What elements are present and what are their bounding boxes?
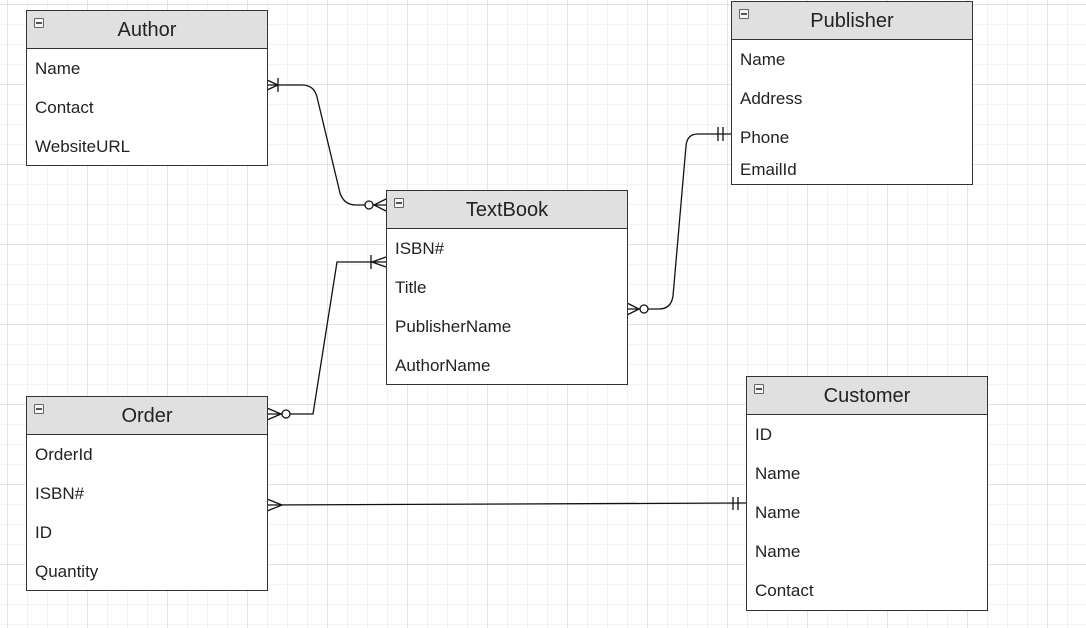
attribute-name[interactable]: Name bbox=[740, 50, 786, 69]
order-end-zero-circle bbox=[281, 409, 291, 419]
entity-publisher-header[interactable]: Publisher bbox=[732, 2, 972, 40]
order-end-crow bbox=[266, 407, 283, 421]
collapse-icon[interactable] bbox=[754, 384, 764, 394]
collapse-icon[interactable] bbox=[34, 18, 44, 28]
attribute-address[interactable]: Address bbox=[740, 89, 803, 108]
attribute-isbn[interactable]: ISBN# bbox=[35, 484, 85, 503]
attribute-name[interactable]: Name bbox=[755, 542, 801, 561]
attribute-isbn[interactable]: ISBN# bbox=[395, 239, 445, 258]
link-order-customer bbox=[266, 502, 748, 506]
collapse-icon[interactable] bbox=[739, 9, 749, 19]
author-end-one-or-many bbox=[266, 78, 280, 92]
entity-title: Author bbox=[117, 19, 177, 41]
attribute-quantity[interactable]: Quantity bbox=[35, 562, 99, 581]
entity-title: Customer bbox=[823, 385, 911, 407]
attribute-name[interactable]: Name bbox=[35, 59, 81, 78]
attribute-websiteurl[interactable]: WebsiteURL bbox=[35, 137, 131, 156]
attribute-orderid[interactable]: OrderId bbox=[35, 445, 93, 464]
entity-author[interactable]: Author Name Contact WebsiteURL bbox=[26, 10, 268, 166]
attribute-contact[interactable]: Contact bbox=[35, 98, 94, 117]
attribute-contact[interactable]: Contact bbox=[755, 581, 814, 600]
publisher-end-one-and-only-one bbox=[717, 127, 724, 141]
textbook-end-crow-2 bbox=[626, 302, 641, 316]
attribute-authorname[interactable]: AuthorName bbox=[395, 356, 491, 375]
textbook-end-zero-circle bbox=[364, 200, 374, 210]
entity-author-header[interactable]: Author bbox=[27, 11, 267, 49]
entity-publisher[interactable]: Publisher Name Address Phone EmailId bbox=[731, 1, 973, 185]
link-publisher-textbook bbox=[627, 133, 732, 310]
attribute-name[interactable]: Name bbox=[755, 503, 801, 522]
order-end-many bbox=[266, 498, 284, 512]
link-author-textbook bbox=[267, 84, 386, 206]
textbook-end-zero-circle-2 bbox=[639, 304, 649, 314]
entity-title: TextBook bbox=[465, 199, 549, 221]
collapse-icon[interactable] bbox=[394, 198, 404, 208]
entity-title: Order bbox=[121, 405, 173, 427]
entity-title: Publisher bbox=[810, 10, 894, 32]
entity-order-header[interactable]: Order bbox=[27, 397, 267, 435]
entity-order[interactable]: Order OrderId ISBN# ID Quantity bbox=[26, 396, 268, 591]
attribute-phone[interactable]: Phone bbox=[740, 128, 790, 147]
attribute-publishername[interactable]: PublisherName bbox=[395, 317, 512, 336]
attribute-title[interactable]: Title bbox=[395, 278, 427, 297]
entity-textbook[interactable]: TextBook ISBN# Title PublisherName Autho… bbox=[386, 190, 628, 385]
attribute-id[interactable]: ID bbox=[755, 425, 772, 444]
entity-customer[interactable]: Customer ID Name Name Name Contact bbox=[746, 376, 988, 611]
attribute-id[interactable]: ID bbox=[35, 523, 52, 542]
collapse-icon[interactable] bbox=[34, 404, 44, 414]
entity-textbook-header[interactable]: TextBook bbox=[387, 191, 627, 229]
textbook-end-crow bbox=[372, 198, 387, 212]
link-order-textbook bbox=[267, 261, 386, 415]
textbook-end-one-or-many bbox=[370, 255, 387, 269]
entity-customer-header[interactable]: Customer bbox=[747, 377, 987, 415]
attribute-name[interactable]: Name bbox=[755, 464, 801, 483]
attribute-emailid[interactable]: EmailId bbox=[740, 160, 797, 179]
customer-end-one-and-only-one bbox=[732, 497, 739, 510]
